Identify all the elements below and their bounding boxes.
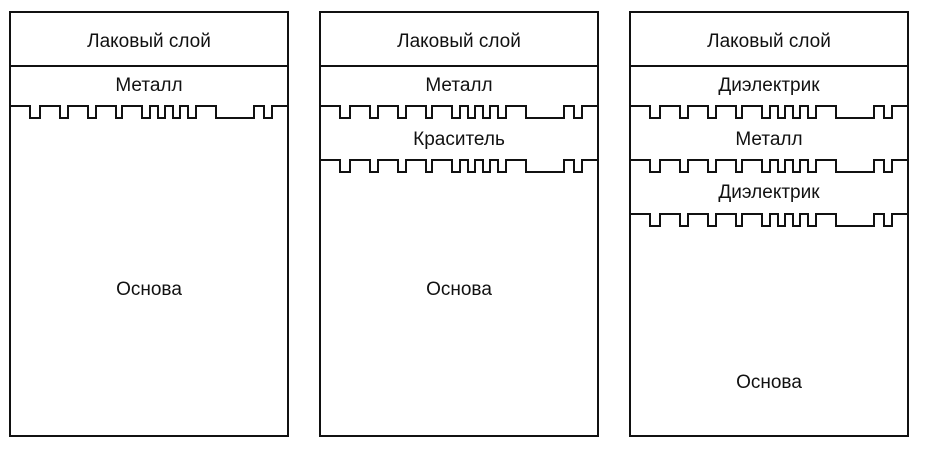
- panel-2-base-label: Основа: [426, 279, 492, 300]
- panel-1-lacquer-label: Лаковый слой: [87, 31, 211, 52]
- panel-1-frame: [9, 11, 289, 437]
- panel-3-layer-2-label: Металл: [735, 129, 802, 150]
- panel-3-groove-2: [630, 159, 908, 173]
- panel-1: Лаковый слой Металл Основа: [9, 11, 289, 437]
- panel-3: Лаковый слой Диэлектрик Металл Диэлектри…: [629, 11, 909, 437]
- panel-2-lacquer-label: Лаковый слой: [397, 31, 521, 52]
- panel-1-base-label: Основа: [116, 279, 182, 300]
- panel-3-frame: [629, 11, 909, 437]
- panel-2-layer-2-label: Краситель: [413, 129, 505, 150]
- panel-1-groove-1: [10, 105, 288, 119]
- panel-2-layer-1-label: Металл: [425, 75, 492, 96]
- panel-2-groove-2: [320, 159, 598, 173]
- panel-3-layer-3-label: Диэлектрик: [718, 182, 820, 203]
- panel-3-groove-1: [630, 105, 908, 119]
- panel-2: Лаковый слой Металл Краситель Основа: [319, 11, 599, 437]
- panel-3-layer-1-label: Диэлектрик: [718, 75, 820, 96]
- panel-3-base-label: Основа: [736, 372, 802, 393]
- panel-2-frame: [319, 11, 599, 437]
- panel-3-lacquer-label: Лаковый слой: [707, 31, 831, 52]
- panel-1-layer-1-label: Металл: [115, 75, 182, 96]
- panel-3-groove-3: [630, 213, 908, 227]
- panel-2-groove-1: [320, 105, 598, 119]
